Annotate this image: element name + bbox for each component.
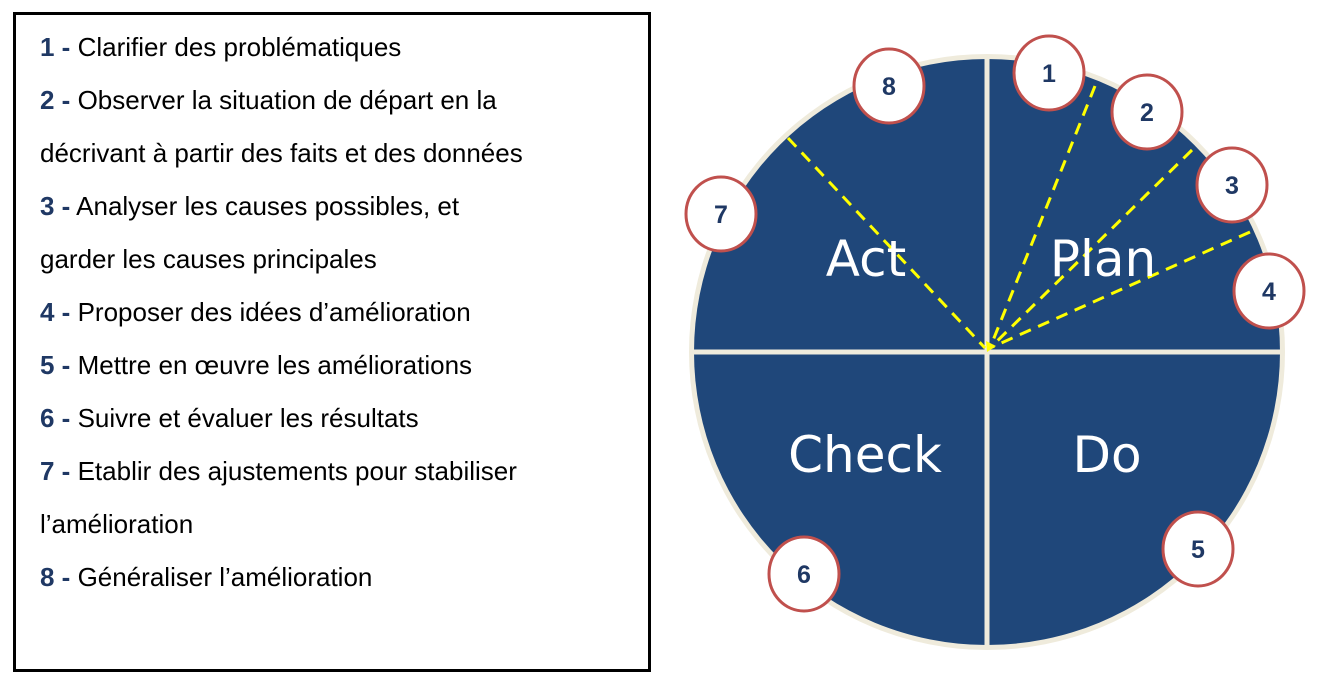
step-text: Clarifier des problématiques — [77, 32, 402, 62]
step-8: 8 - Généraliser l’amélioration — [40, 562, 372, 592]
dashed-line — [988, 85, 1097, 349]
arrowhead-icon — [986, 341, 996, 352]
step-badge-5: 5 — [1161, 510, 1235, 588]
step-text: Observer la situation de départ en la — [77, 85, 497, 115]
step-5: 5 - Mettre en œuvre les améliorations — [40, 350, 472, 380]
step-text: garder les causes principales — [40, 244, 377, 274]
quadrant-do: Do — [1072, 426, 1141, 484]
badge-circle — [852, 47, 926, 125]
step-badge-8: 8 — [852, 47, 926, 125]
step-badge-6: 6 — [767, 535, 841, 613]
step-text: Proposer des idées d’amélioration — [77, 297, 471, 327]
step-badge-4: 4 — [1232, 252, 1306, 330]
badge-circle — [1110, 73, 1184, 151]
badge-number: 4 — [1262, 278, 1276, 306]
badge-number: 5 — [1191, 536, 1205, 564]
steps-list: 1 - Clarifier des problématiques 2 - Obs… — [13, 12, 651, 672]
dashed-line — [989, 230, 1251, 350]
step-text: Analyser les causes possibles, et — [76, 191, 460, 221]
badge-circle — [767, 535, 841, 613]
step-number: 6 - — [40, 403, 71, 433]
step-text: Généraliser l’amélioration — [77, 562, 373, 592]
badge-number: 7 — [714, 201, 728, 229]
badge-circle — [1012, 34, 1086, 112]
step-3: 3 - Analyser les causes possibles, et — [40, 191, 459, 221]
badge-circle — [1161, 510, 1235, 588]
step-4: 4 - Proposer des idées d’amélioration — [40, 297, 471, 327]
badge-number: 2 — [1140, 99, 1154, 127]
step-text: l’amélioration — [40, 509, 194, 539]
step-7: 7 - Etablir des ajustements pour stabili… — [40, 456, 517, 486]
step-badge-7: 7 — [684, 175, 758, 253]
step-1: 1 - Clarifier des problématiques — [40, 32, 401, 62]
badge-number: 8 — [882, 73, 896, 101]
quadrant-act: Act — [826, 230, 906, 288]
step-number: 5 - — [40, 350, 71, 380]
badge-number: 6 — [797, 561, 811, 589]
dashed-line — [988, 148, 1194, 350]
badge-number: 1 — [1042, 60, 1056, 88]
badge-number: 3 — [1225, 172, 1239, 200]
badge-circle — [1232, 252, 1306, 330]
step-number: 3 - — [40, 191, 71, 221]
step-6: 6 - Suivre et évaluer les résultats — [40, 403, 419, 433]
badge-circle — [1195, 146, 1269, 224]
step-3-cont: garder les causes principales — [40, 244, 377, 274]
step-2-cont: décrivant à partir des faits et des donn… — [40, 138, 523, 168]
step-2: 2 - Observer la situation de départ en l… — [40, 85, 497, 115]
step-text: Etablir des ajustements pour stabiliser — [77, 456, 517, 486]
step-badge-2: 2 — [1110, 73, 1184, 151]
step-number: 4 - — [40, 297, 71, 327]
step-text: Suivre et évaluer les résultats — [77, 403, 419, 433]
step-7-cont: l’amélioration — [40, 509, 193, 539]
badge-circle — [684, 175, 758, 253]
step-text: décrivant à partir des faits et des donn… — [40, 138, 523, 168]
step-badge-1: 1 — [1012, 34, 1086, 112]
step-number: 1 - — [40, 32, 71, 62]
step-number: 7 - — [40, 456, 71, 486]
quadrant-check: Check — [788, 426, 942, 484]
dashed-line — [786, 136, 987, 350]
step-badge-3: 3 — [1195, 146, 1269, 224]
step-dividers — [786, 85, 1251, 350]
step-number: 8 - — [40, 562, 71, 592]
step-number: 2 - — [40, 85, 71, 115]
step-badges: 1 2 3 4 5 6 7 8 — [684, 34, 1306, 613]
quadrant-plan: Plan — [1050, 230, 1156, 288]
step-text: Mettre en œuvre les améliorations — [77, 350, 473, 380]
